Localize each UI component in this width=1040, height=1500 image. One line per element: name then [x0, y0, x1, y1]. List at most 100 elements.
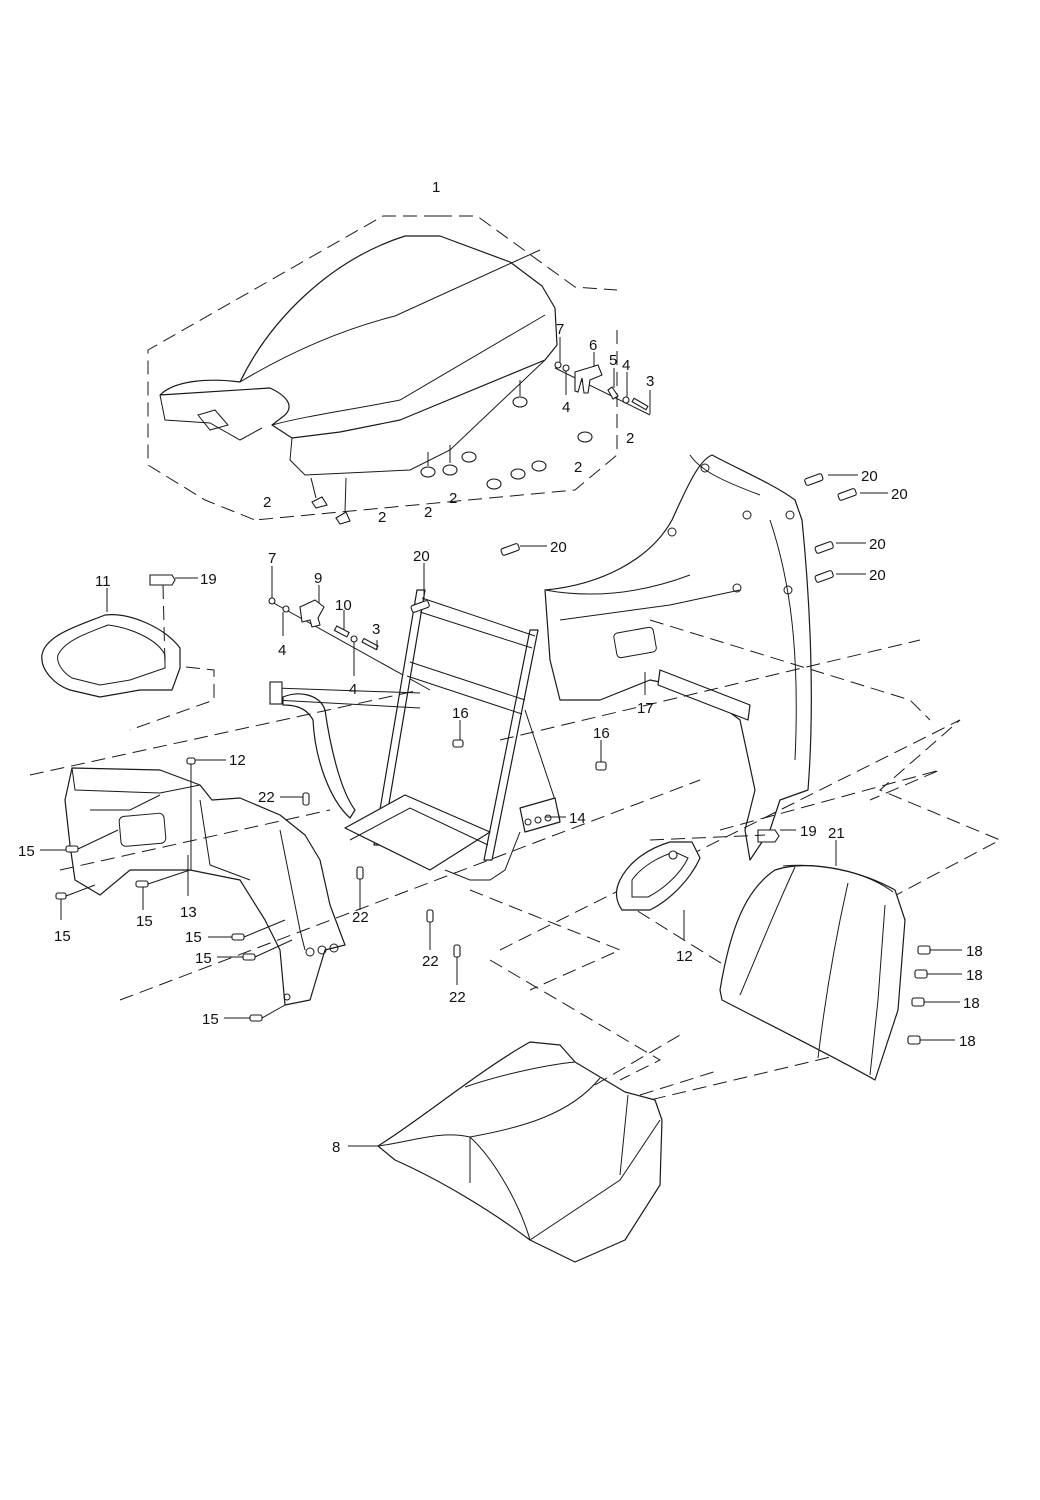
seat-latch-hardware — [554, 337, 651, 416]
bolt-15 — [135, 880, 149, 888]
washer-4 — [282, 605, 290, 613]
callout-16: 16 — [452, 705, 469, 722]
washer-4 — [562, 364, 570, 372]
clip-nut-18 — [907, 1035, 921, 1045]
assembly-lines — [29, 619, 1002, 1101]
collars — [452, 720, 607, 771]
callout-21: 21 — [828, 825, 845, 842]
spring-5 — [607, 386, 619, 400]
callout-17: 17 — [637, 700, 654, 717]
callout-15: 15 — [18, 843, 35, 860]
bolt-20 — [500, 543, 520, 556]
rear-side-bracket — [64, 767, 346, 1006]
callout-19: 19 — [200, 571, 217, 588]
callout-15: 15 — [195, 950, 212, 967]
callout-20: 20 — [413, 548, 430, 565]
callout-2: 2 — [449, 490, 457, 507]
callout-4: 4 — [278, 642, 286, 659]
callout-8: 8 — [332, 1139, 340, 1156]
bolt-20 — [410, 600, 430, 613]
pin-3 — [361, 637, 379, 651]
callout-14: 14 — [569, 810, 586, 827]
callout-18: 18 — [963, 995, 980, 1012]
callout-18: 18 — [966, 967, 983, 984]
callout-20: 20 — [869, 567, 886, 584]
damper-2 — [311, 496, 328, 509]
damper-2 — [486, 478, 502, 490]
backrest-cover — [544, 454, 812, 861]
callout-20: 20 — [861, 468, 878, 485]
latch-bracket-hardware — [268, 566, 431, 691]
clip-7 — [268, 597, 276, 605]
callout-9: 9 — [314, 570, 322, 587]
washer-4 — [350, 635, 358, 643]
callout-10: 10 — [335, 597, 352, 614]
callout-2: 2 — [378, 509, 386, 526]
damper-2 — [442, 464, 458, 476]
damper-2 — [461, 451, 477, 463]
callout-2: 2 — [424, 504, 432, 521]
seat-latch-6 — [574, 364, 603, 394]
rear-seat — [348, 1034, 721, 1263]
callout-3: 3 — [372, 621, 380, 638]
callout-22: 22 — [449, 989, 466, 1006]
callout-7: 7 — [556, 321, 564, 338]
clip-7 — [554, 361, 562, 369]
callout-13: 13 — [180, 904, 197, 921]
callout-22: 22 — [258, 789, 275, 806]
callout-15: 15 — [185, 929, 202, 946]
seat-dampers — [310, 380, 593, 525]
clip-nut-18 — [911, 997, 925, 1007]
bolt-22 — [356, 866, 364, 880]
callout-2: 2 — [263, 494, 271, 511]
clip-nuts-18 — [907, 945, 962, 1045]
bolt-22 — [302, 792, 310, 806]
bolts-15 — [40, 829, 293, 1022]
callout-22: 22 — [422, 953, 439, 970]
clip-nut-18 — [914, 969, 928, 979]
callout-3: 3 — [646, 373, 654, 390]
callout-20: 20 — [891, 486, 908, 503]
bolt-22 — [453, 944, 461, 958]
callout-12: 12 — [676, 948, 693, 965]
callout-7: 7 — [268, 550, 276, 567]
damper-2 — [531, 460, 547, 472]
bolt-15 — [231, 933, 245, 941]
backrest-pad — [719, 840, 906, 1081]
callout-1: 1 — [432, 179, 440, 196]
bolts-22 — [280, 792, 461, 985]
main-seat — [159, 235, 558, 476]
callout-15: 15 — [54, 928, 71, 945]
right-grab-handle — [615, 829, 796, 940]
callout-19: 19 — [800, 823, 817, 840]
bolt-20 — [837, 488, 857, 501]
seat-assembly-boundary — [147, 215, 618, 521]
damper-2 — [577, 431, 593, 443]
pin-3 — [631, 397, 649, 411]
collar-16 — [595, 761, 607, 771]
callout-15: 15 — [136, 913, 153, 930]
bolt-19 — [757, 829, 780, 843]
callout-18: 18 — [959, 1033, 976, 1050]
callout-12: 12 — [229, 752, 246, 769]
left-grab-handle — [41, 574, 215, 731]
spring-10 — [333, 625, 350, 638]
damper-2 — [335, 511, 351, 525]
callout-18: 18 — [966, 943, 983, 960]
callout-16: 16 — [593, 725, 610, 742]
callout-22: 22 — [352, 909, 369, 926]
bolt-22 — [426, 909, 434, 923]
damper-2 — [420, 466, 436, 478]
callout-20: 20 — [550, 539, 567, 556]
bolt-15 — [249, 1014, 263, 1022]
bolt-15 — [65, 845, 79, 853]
bolt-15 — [55, 892, 67, 900]
callout-4: 4 — [562, 399, 570, 416]
screw-12 — [186, 757, 226, 870]
bolt-20 — [814, 570, 834, 583]
backrest-frame — [269, 589, 566, 881]
bolts-20 — [410, 473, 888, 613]
damper-2 — [510, 468, 526, 480]
callout-15: 15 — [202, 1011, 219, 1028]
